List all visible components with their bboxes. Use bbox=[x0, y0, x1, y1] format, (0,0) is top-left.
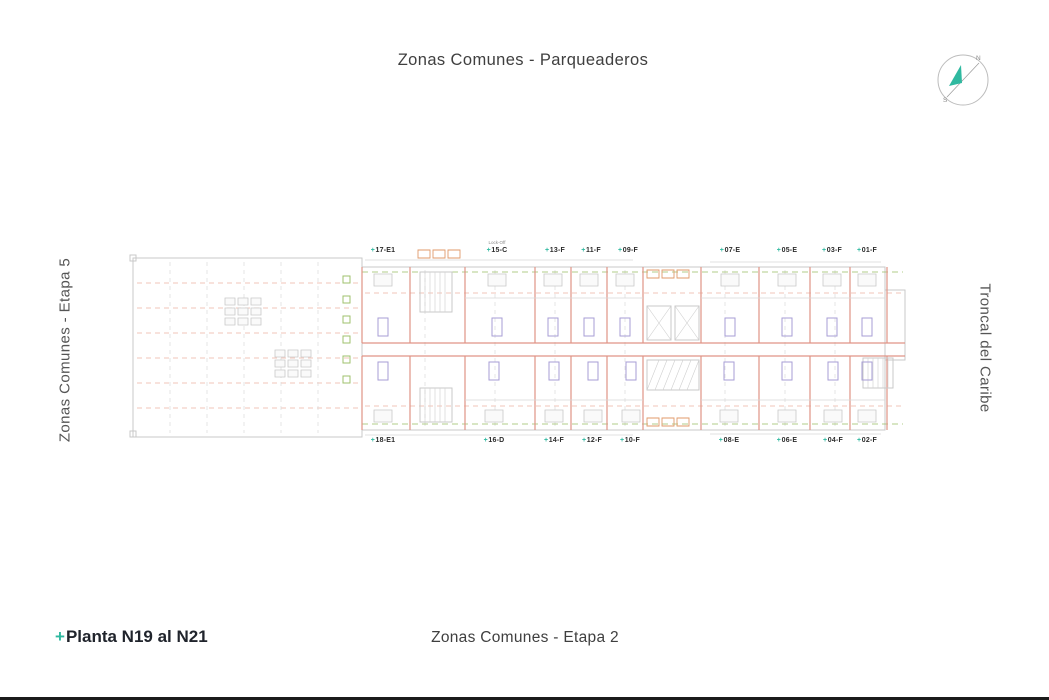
compass-icon bbox=[937, 54, 989, 106]
plus-marker-icon: + bbox=[582, 437, 587, 444]
plan-title-text: Planta N19 al N21 bbox=[65, 627, 208, 646]
unit-code: 07-E bbox=[724, 247, 741, 254]
unit-code: 11-F bbox=[585, 247, 601, 254]
unit-label[interactable]: +12-F bbox=[582, 437, 602, 444]
unit-code: 17-E1 bbox=[375, 247, 396, 254]
unit-code: 12-F bbox=[586, 437, 602, 444]
footer-subtitle: Zonas Comunes - Etapa 2 bbox=[431, 629, 619, 646]
unit-label[interactable]: +18-E1 bbox=[371, 437, 395, 444]
unit-code: 01-F bbox=[861, 247, 877, 254]
plus-marker-icon: + bbox=[483, 437, 488, 444]
floor-plan-drawing bbox=[129, 249, 906, 438]
unit-code: 18-E1 bbox=[375, 437, 396, 444]
label-troncal-caribe: Troncal del Caribe bbox=[976, 283, 994, 413]
unit-label[interactable]: +01-F bbox=[857, 247, 877, 254]
plus-marker-icon: + bbox=[370, 247, 376, 254]
unit-label[interactable]: +05-E bbox=[777, 247, 797, 254]
plus-marker-icon: + bbox=[718, 437, 724, 444]
label-etapa5: Zonas Comunes - Etapa 5 bbox=[56, 257, 74, 443]
unit-code: 08-E bbox=[723, 437, 740, 444]
unit-label[interactable]: +09-F bbox=[618, 247, 638, 254]
unit-code: 04-F bbox=[827, 437, 843, 444]
plus-marker-icon: + bbox=[857, 437, 862, 444]
unit-code: 03-F bbox=[826, 247, 842, 254]
unit-code: 05-E bbox=[781, 247, 798, 254]
unit-code: 14-F bbox=[548, 437, 564, 444]
unit-label[interactable]: +08-E bbox=[719, 437, 739, 444]
unit-label[interactable]: +17-E1 bbox=[371, 247, 395, 254]
plus-marker-icon: + bbox=[776, 437, 782, 444]
plus-marker-icon: + bbox=[618, 247, 623, 254]
unit-label[interactable]: +07-E bbox=[720, 247, 740, 254]
unit-label[interactable]: +02-F bbox=[857, 437, 877, 444]
plus-marker-icon: + bbox=[822, 247, 827, 254]
unit-code: 02-F bbox=[861, 437, 877, 444]
unit-code: 10-F bbox=[624, 437, 640, 444]
unit-code: 15-C bbox=[491, 247, 508, 254]
plus-marker-icon: + bbox=[857, 247, 862, 254]
plus-marker-icon: + bbox=[486, 247, 491, 254]
plus-marker-icon: + bbox=[544, 437, 549, 444]
unit-code: 13-F bbox=[549, 247, 565, 254]
unit-label[interactable]: +10-F bbox=[620, 437, 640, 444]
compass: N S bbox=[937, 54, 989, 106]
page-title: Zonas Comunes - Parqueaderos bbox=[397, 51, 649, 69]
unit-code: 09-F bbox=[622, 247, 638, 254]
unit-label[interactable]: +06-E bbox=[777, 437, 797, 444]
plus-marker-icon: + bbox=[370, 437, 376, 444]
unit-code: 06-E bbox=[781, 437, 798, 444]
unit-label[interactable]: +16-D bbox=[484, 437, 505, 444]
plus-marker-icon: + bbox=[545, 247, 550, 254]
compass-needle-icon bbox=[949, 65, 962, 86]
plus-marker-icon: + bbox=[620, 437, 625, 444]
unit-label[interactable]: +15-C bbox=[487, 247, 508, 254]
plus-marker-icon: + bbox=[776, 247, 782, 254]
compass-north-label: N bbox=[976, 55, 981, 62]
unit-label[interactable]: +14-F bbox=[544, 437, 564, 444]
unit-label[interactable]: +13-F bbox=[545, 247, 565, 254]
compass-south-label: S bbox=[943, 97, 948, 104]
unit-code: 16-D bbox=[488, 437, 505, 444]
unit-label[interactable]: +03-F bbox=[822, 247, 842, 254]
plus-marker-icon: + bbox=[581, 247, 586, 254]
plus-marker-icon: + bbox=[719, 247, 725, 254]
plus-marker-icon: + bbox=[823, 437, 828, 444]
plus-icon: + bbox=[55, 627, 65, 646]
lockoff-note: Lock-Off bbox=[488, 240, 506, 245]
unit-label[interactable]: +04-F bbox=[823, 437, 843, 444]
plan-title: +Planta N19 al N21 bbox=[55, 627, 208, 647]
footer-bar bbox=[0, 697, 1049, 700]
unit-label[interactable]: +11-F bbox=[581, 247, 601, 254]
